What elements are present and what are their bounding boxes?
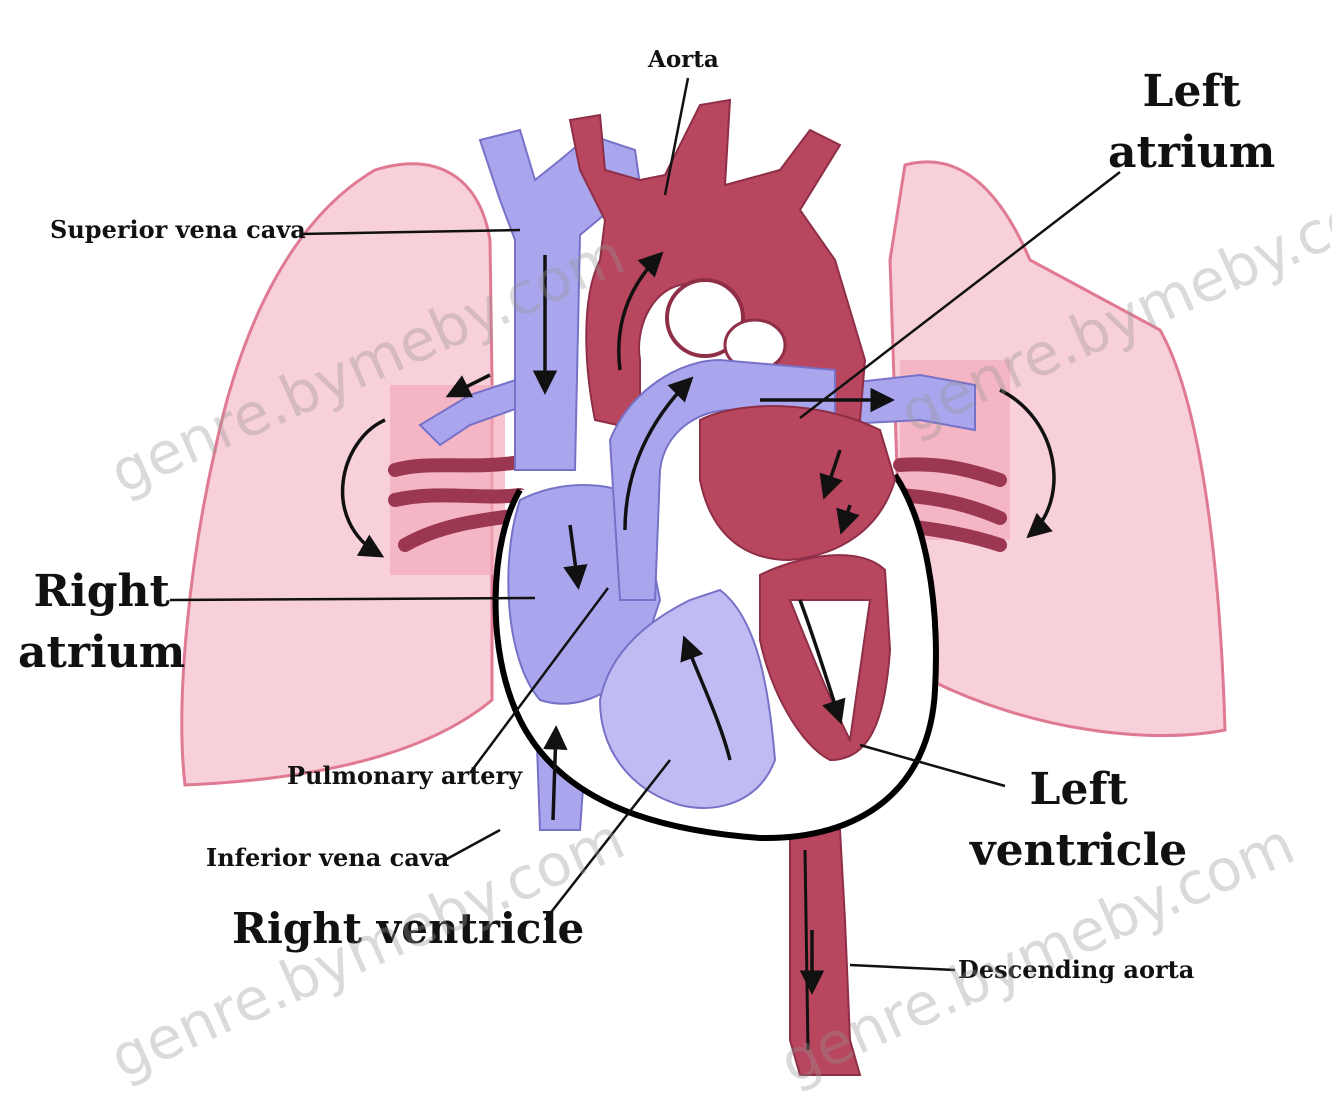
- label-pulmonary-artery: Pulmonary artery: [287, 764, 522, 788]
- label-inferior-vena-cava: Inferior vena cava: [206, 846, 449, 870]
- label-left-atrium: Left atrium: [1108, 62, 1275, 183]
- label-superior-vena-cava: Superior vena cava: [50, 218, 306, 242]
- label-aorta: Aorta: [648, 48, 719, 71]
- label-right-atrium: Right atrium: [18, 562, 185, 683]
